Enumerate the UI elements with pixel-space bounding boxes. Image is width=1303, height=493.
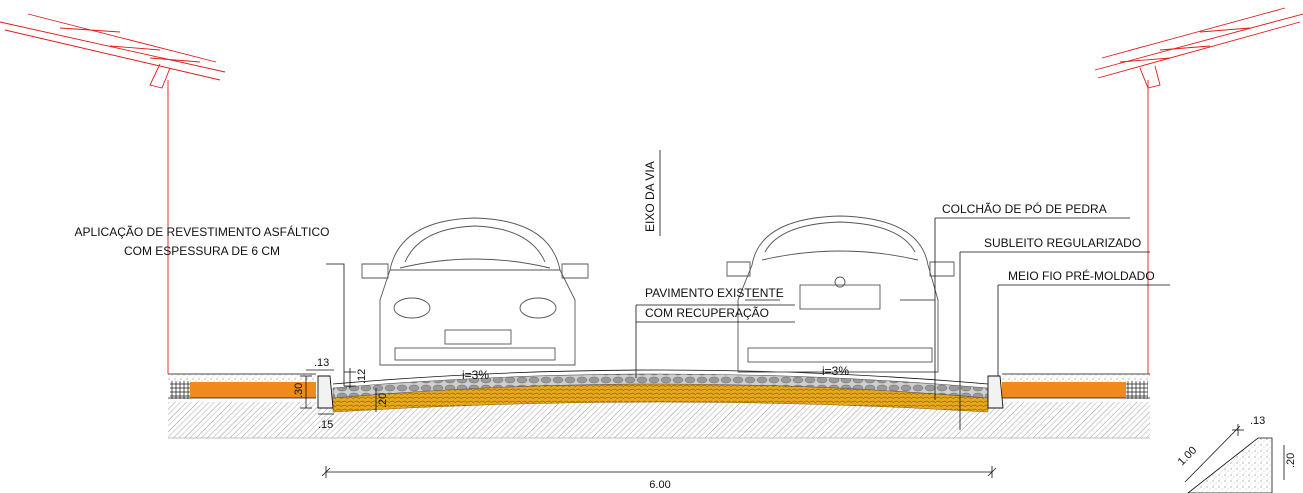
pavement-label-line2: COM RECUPERAÇÃO bbox=[645, 306, 769, 320]
detail-height-label: .20 bbox=[1285, 453, 1297, 468]
road-width-label: 6.00 bbox=[649, 479, 670, 491]
axis-label: EIXO DA VIA bbox=[643, 161, 657, 232]
sidewalk-right-grid bbox=[1126, 381, 1148, 399]
curb-label: MEIO FIO PRÉ-MOLDADO bbox=[1008, 268, 1155, 283]
pavement-label-line1: PAVIMENTO EXISTENTE bbox=[645, 286, 784, 300]
detail-top-label: .13 bbox=[1250, 415, 1265, 427]
curb-bottom-label: .15 bbox=[318, 419, 333, 431]
sidewalk-left-grid bbox=[170, 381, 190, 399]
car-right bbox=[726, 215, 955, 373]
subgrade-label: SUBLEITO REGULARIZADO bbox=[984, 236, 1141, 250]
curb-top-label: .13 bbox=[314, 357, 329, 369]
pole-right bbox=[1094, 7, 1303, 374]
base-thickness-label: .20 bbox=[377, 393, 389, 408]
detail-length-label: 1.00 bbox=[1176, 444, 1200, 468]
curb-left bbox=[317, 375, 334, 409]
sidewalk-right-fill bbox=[1002, 382, 1126, 398]
asphalt-label-line1: APLICAÇÃO DE REVESTIMENTO ASFÁLTICO bbox=[75, 224, 330, 239]
slope-right-label: i=3% bbox=[822, 364, 849, 378]
asphalt-label-line2: COM ESPESSURA DE 6 CM bbox=[124, 244, 280, 258]
sidewalk-right-grass bbox=[1002, 374, 1150, 382]
curb-right bbox=[987, 375, 1004, 409]
slope-left-label: i=3% bbox=[462, 368, 489, 382]
car-left bbox=[361, 217, 589, 366]
curb-detail bbox=[1184, 424, 1285, 493]
sidewalk-left-grass bbox=[168, 374, 316, 382]
curb-dimensions bbox=[300, 368, 377, 415]
curb-height-label: .30 bbox=[293, 383, 305, 398]
sidewalk-left-fill bbox=[190, 382, 316, 398]
width-dimension bbox=[321, 466, 997, 478]
pole-left bbox=[0, 13, 226, 374]
asphalt-thickness-label: .12 bbox=[356, 369, 368, 384]
stone-dust-label: COLCHÃO DE PÓ DE PEDRA bbox=[942, 201, 1107, 216]
